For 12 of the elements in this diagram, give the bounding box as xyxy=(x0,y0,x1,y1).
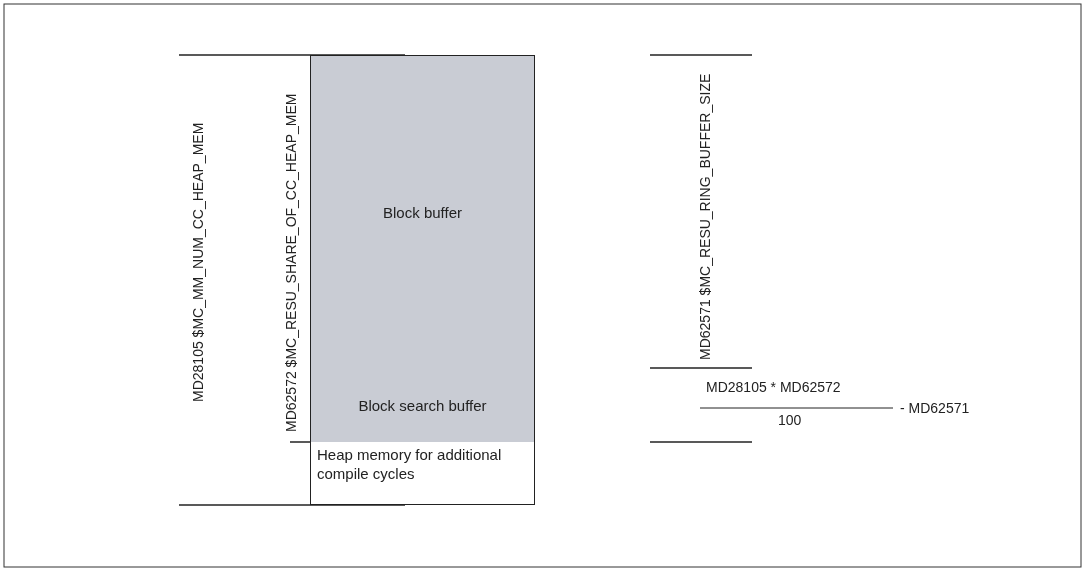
memory-block xyxy=(310,442,535,505)
parameter-label: MD28105 $MC_MM_NUM_CC_HEAP_MEM xyxy=(190,121,207,402)
formula-text: 100 xyxy=(778,412,802,428)
block-label: Block search buffer xyxy=(358,396,487,414)
block-label: Block buffer xyxy=(383,203,462,221)
block-label: Heap memory for additional compile cycles xyxy=(317,445,503,483)
parameter-label: MD62571 $MC_RESU_RING_BUFFER_SIZE xyxy=(697,72,714,360)
formula-text: MD28105 * MD62572 xyxy=(706,379,841,395)
memory-block xyxy=(310,368,535,442)
formula-text: - MD62571 xyxy=(900,400,970,416)
memory-block xyxy=(310,55,535,368)
parameter-label: MD62572 $MC_RESU_SHARE_OF_CC_HEAP_MEM xyxy=(283,92,300,432)
